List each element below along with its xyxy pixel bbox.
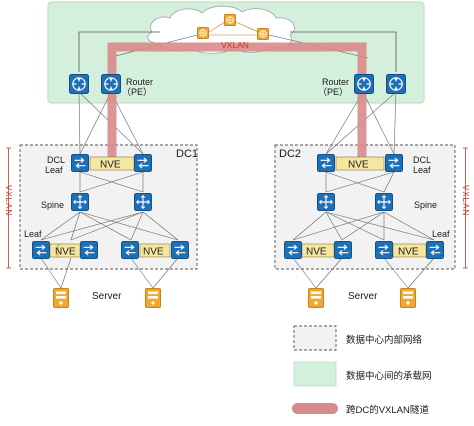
dc2-dcl-leaf-label-line1: DCL	[413, 155, 432, 165]
legend-green-box-icon	[293, 361, 337, 387]
leaf-switch-icon	[121, 241, 139, 259]
leaf-switch-icon	[80, 241, 98, 259]
dc1-server-label: Server	[92, 291, 122, 302]
router-label-line1: Router	[322, 77, 350, 87]
router-label-line2: （PE）	[122, 87, 153, 97]
server-icon	[308, 288, 324, 308]
right-vxlan-label: VXLAN	[461, 185, 470, 217]
nve-label: NVE	[398, 247, 419, 258]
dc1-dcl-leaf-label-line1: DCL	[47, 155, 66, 165]
legend-item-carrier: 数据中心间的承载网	[346, 371, 432, 382]
router-label-line2: （PE）	[318, 87, 349, 97]
dc2-spine-label: Spine	[414, 200, 438, 210]
spine-switch-icon	[134, 193, 152, 211]
spine-switch-icon	[317, 193, 335, 211]
leaf-switch-icon	[375, 241, 393, 259]
cloud-router-icon	[197, 27, 209, 39]
left-vxlan-label: VXLAN	[4, 185, 13, 217]
dcl-leaf-switch-icon	[317, 154, 335, 172]
dc2-dcl-leaf-label-line2: Leaf	[413, 165, 431, 175]
dcl-leaf-switch-icon	[71, 154, 89, 172]
dcl-leaf-switch-icon	[134, 154, 152, 172]
nve-label: NVE	[55, 247, 76, 258]
cloud-router-icon	[257, 28, 269, 40]
nve-label: NVE	[348, 160, 369, 171]
legend-item-tunnel: 跨DC的VXLAN隧道	[346, 405, 429, 416]
leaf-switch-icon	[171, 241, 189, 259]
router-pe-icon	[354, 74, 374, 94]
nve-label: NVE	[143, 247, 164, 258]
nve-label: NVE	[306, 247, 327, 258]
legend-dashed-box-icon	[293, 325, 337, 351]
router-pe-icon	[101, 74, 121, 94]
router-pe-icon	[386, 74, 406, 94]
server-icon	[400, 288, 416, 308]
carrier-network-area	[47, 1, 425, 104]
leaf-switch-icon	[334, 241, 352, 259]
server-icon	[53, 288, 69, 308]
top-tunnel-label: VXLAN	[221, 40, 249, 50]
nve-bars	[49, 156, 427, 258]
dc1-title: DC1	[176, 148, 199, 160]
router-label-line1: Router	[126, 77, 154, 87]
dc2-server-label: Server	[348, 291, 378, 302]
spine-switch-icon	[375, 193, 393, 211]
leaf-switch-icon	[426, 241, 444, 259]
dc2-leaf-label: Leaf	[432, 229, 450, 239]
leaf-switch-icon	[284, 241, 302, 259]
dc2-title: DC2	[279, 148, 302, 160]
dcl-leaf-switch-icon	[385, 154, 403, 172]
spine-switch-icon	[71, 193, 89, 211]
router-pe-icon	[69, 74, 89, 94]
legend-item-dc-internal: 数据中心内部网络	[346, 335, 423, 346]
dc1-dcl-leaf-label-line2: Leaf	[45, 165, 63, 175]
dc1-leaf-label: Leaf	[24, 229, 42, 239]
server-icon	[145, 288, 161, 308]
dc1-spine-label: Spine	[41, 200, 65, 210]
vxlan-tunnel	[107, 42, 367, 161]
nve-label: NVE	[100, 160, 121, 171]
cloud-router-icon	[224, 14, 236, 26]
legend-tunnel-bar-icon	[292, 403, 338, 414]
leaf-switch-icon	[32, 241, 50, 259]
